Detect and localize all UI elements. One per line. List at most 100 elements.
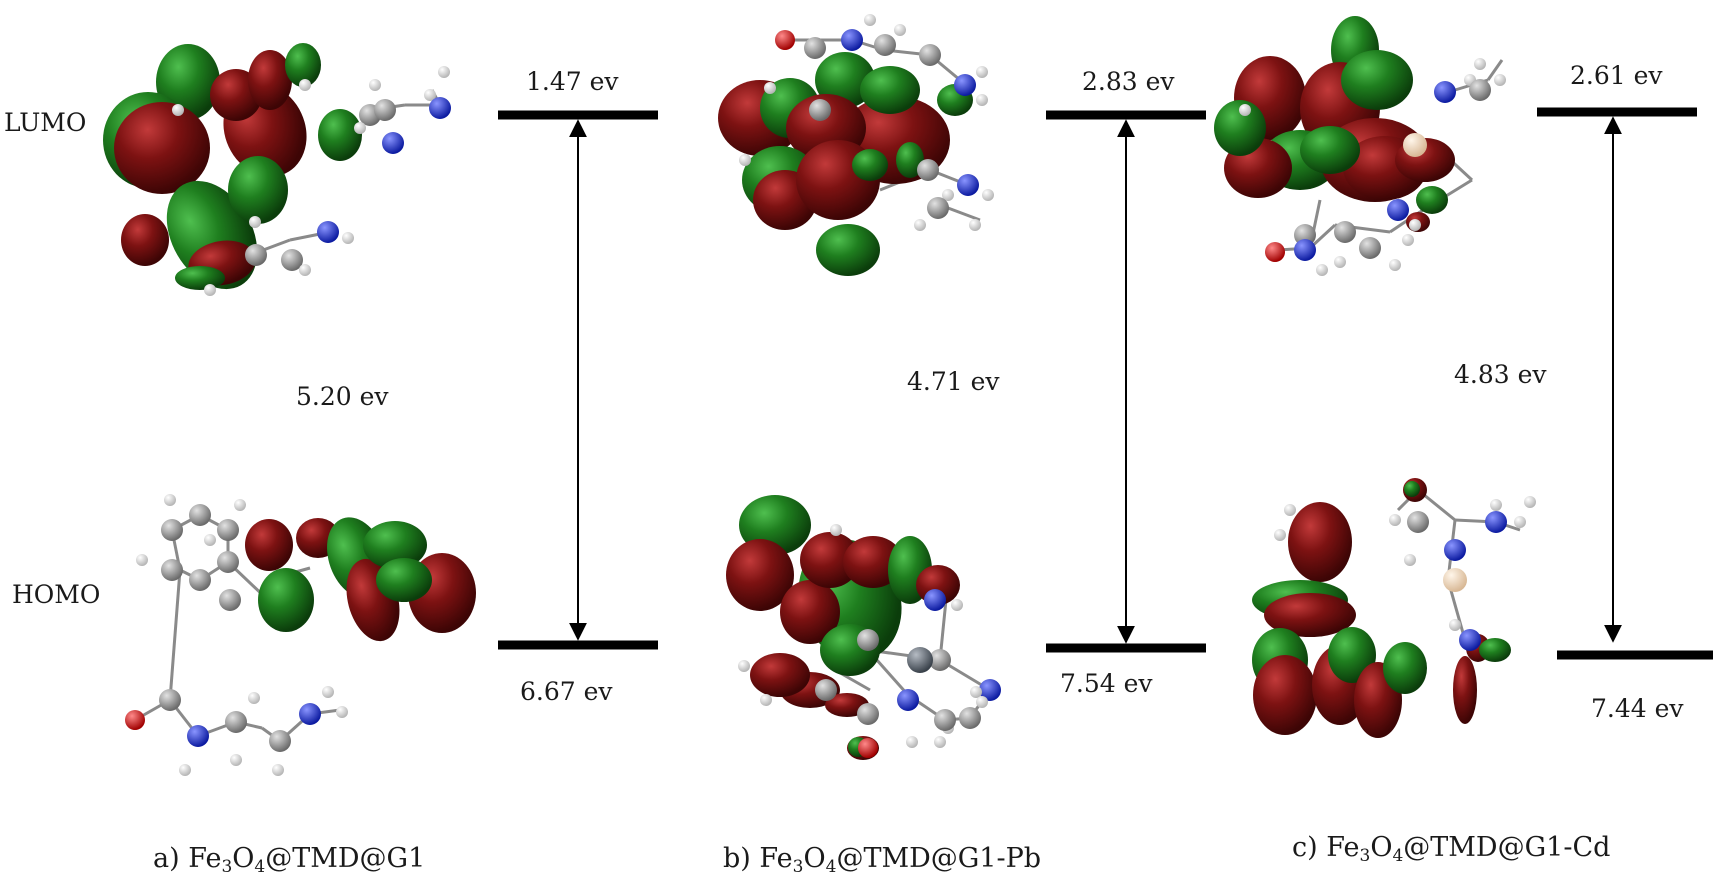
mol-c-lumo-bond [1486, 59, 1504, 81]
mol-b-lumo-atom [804, 37, 826, 59]
mol-a-homo-atom [189, 569, 211, 591]
mol-b-lumo-atom [914, 219, 926, 231]
mol-c-lumo-atom [1474, 58, 1486, 70]
mol-a-homo-orbital-lobe [363, 521, 427, 569]
mol-b-homo-orbital-lobe [726, 539, 794, 611]
mol-a-lumo-orbital-lobe [318, 109, 362, 161]
mol-a-homo-atom [336, 706, 348, 718]
mol-a-lumo-orbital-lobe [248, 50, 292, 110]
mol-c-homo-atom [1514, 516, 1526, 528]
mol-c-homo-atom [1407, 511, 1429, 533]
mol-a-lumo-atom [354, 122, 366, 134]
mol-c-homo-orbital-lobe [1264, 593, 1356, 637]
mol-c-homo-orbital-lobe [1479, 638, 1511, 662]
mol-b-homo-atom [924, 589, 946, 611]
mol-c-homo-atom [1524, 496, 1536, 508]
mol-b-homo-orbital-lobe [800, 532, 860, 588]
mol-b-lumo-orbital-lobe [816, 224, 880, 276]
mol-a-lumo-orbital-lobe [121, 214, 169, 266]
mol-b-homo-atom [830, 524, 842, 536]
mol-b-homo-orbital-lobe [780, 580, 840, 644]
mol-c-lumo-atom [1265, 242, 1285, 262]
lumo-energy-label-b: 2.83 ev [1082, 67, 1175, 96]
mol-b-lumo-atom [764, 82, 776, 94]
mol-c-homo-atom [1459, 629, 1481, 651]
homo-row-label: HOMO [12, 580, 101, 609]
mol-a-lumo-atom [369, 79, 381, 91]
mol-c-lumo-atom [1359, 237, 1381, 259]
mol-a-homo-atom [322, 686, 334, 698]
mol-c-homo-atom [1443, 568, 1467, 592]
mol-c-homo-orbital-lobe [1328, 627, 1376, 683]
panel-caption-a: a) Fe3O4@TMD@G1 [153, 843, 426, 877]
homo-energy-label-c: 7.44 ev [1591, 694, 1684, 723]
mol-b-lumo-atom [739, 154, 751, 166]
panel-caption-c: c) Fe3O4@TMD@G1-Cd [1292, 832, 1611, 866]
mol-c-lumo-atom [1403, 133, 1427, 157]
mol-a-lumo-atom [429, 97, 451, 119]
mol-c-lumo-orbital-lobe [1341, 50, 1413, 110]
mol-c-lumo-orbital-lobe [1416, 186, 1448, 214]
mol-b-lumo-atom [894, 24, 906, 36]
mol-c-lumo-atom [1294, 239, 1316, 261]
mol-c-lumo-orbital-lobe [1300, 126, 1360, 174]
mol-b-lumo-atom [954, 74, 976, 96]
mol-a-homo-atom [230, 754, 242, 766]
lumo-energy-label-a: 1.47 ev [526, 67, 619, 96]
mol-b-lumo-atom [809, 99, 831, 121]
mol-b-lumo-atom [775, 30, 795, 50]
mol-a-lumo-atom [424, 89, 436, 101]
mol-c-homo-atom [1284, 504, 1296, 516]
mol-a-lumo-atom [342, 232, 354, 244]
mol-b-homo-atom [934, 736, 946, 748]
mol-b-lumo-atom [919, 44, 941, 66]
mol-a-homo-atom [234, 499, 246, 511]
mol-a-lumo-orbital-lobe [285, 43, 321, 87]
mol-a-homo-atom [219, 589, 241, 611]
mol-b-lumo-atom [927, 197, 949, 219]
mol-b-homo-atom [979, 679, 1001, 701]
mol-c-lumo-atom [1469, 79, 1491, 101]
mol-b-lumo-atom [957, 174, 979, 196]
mol-c-homo-atom [1444, 539, 1466, 561]
mol-c-lumo-atom [1494, 74, 1506, 86]
mol-c-lumo-atom [1389, 259, 1401, 271]
mol-b-homo-atom [906, 736, 918, 748]
mol-b-homo-atom [976, 696, 988, 708]
mol-b-lumo-atom [841, 29, 863, 51]
mol-a-homo-atom [125, 710, 145, 730]
mol-a-homo-atom [272, 764, 284, 776]
mol-a-lumo-atom [281, 249, 303, 271]
panel-caption-b: b) Fe3O4@TMD@G1-Pb [723, 843, 1042, 877]
mol-a-lumo-atom [249, 216, 261, 228]
mol-c-homo-orbital-lobe [1404, 481, 1420, 497]
mol-c-homo-atom [1485, 511, 1507, 533]
mol-a-lumo-orbital-lobe [175, 266, 225, 290]
mol-a-lumo-orbital-lobe [228, 156, 288, 224]
mol-b-homo-atom [857, 703, 879, 725]
mol-a-lumo-atom [204, 284, 216, 296]
mol-c-lumo-orbital-lobe [1214, 100, 1266, 156]
mol-a-homo-atom [217, 519, 239, 541]
mol-a-homo-bond [168, 569, 182, 701]
mol-a-homo-atom [159, 689, 181, 711]
mol-a-homo-orbital-lobe [245, 519, 293, 571]
mol-a-homo-orbital-lobe [258, 568, 314, 632]
mol-b-homo-atom [760, 694, 772, 706]
mol-b-homo-atom [738, 660, 750, 672]
mol-c-homo-atom [1389, 514, 1401, 526]
mol-b-homo-atom [970, 686, 982, 698]
lumo-energy-label-c: 2.61 ev [1570, 61, 1663, 90]
mol-b-homo-atom [857, 629, 879, 651]
mol-b-lumo-orbital-lobe [852, 149, 888, 181]
mol-b-homo-atom [929, 649, 951, 671]
mol-c-homo-orbital-lobe [1453, 656, 1477, 724]
mol-a-lumo-atom [299, 79, 311, 91]
mol-b-lumo-orbital-lobe [896, 142, 924, 178]
mol-a-homo-atom [248, 692, 260, 704]
mol-c-lumo-atom [1409, 219, 1421, 231]
mol-c-lumo-atom [1334, 256, 1346, 268]
mol-b-homo-atom [934, 709, 956, 731]
